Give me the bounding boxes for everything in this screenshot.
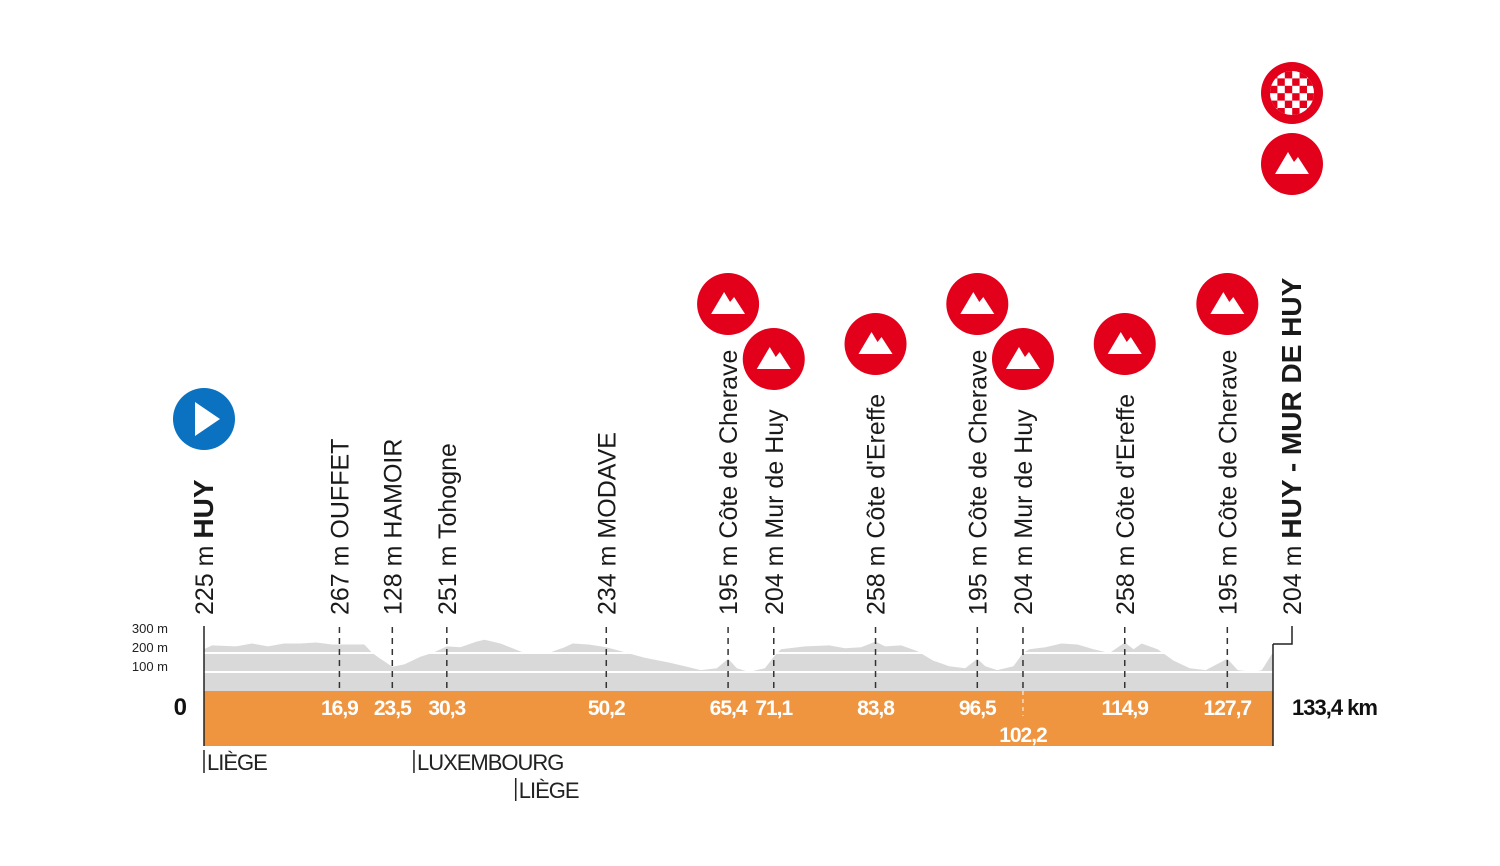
waypoint-altitude: 195 m [715,539,743,615]
waypoint-altitude: 225 m [191,539,219,615]
y-tick-label: 100 m [132,659,168,674]
km-marker-label: 96,5 [959,697,997,720]
waypoint-altitude: 195 m [964,539,992,615]
waypoint-name: MODAVE [593,432,621,539]
mountain-icon [697,273,760,335]
mountain-icon-glyph [1275,152,1309,174]
checker-square [1307,78,1314,86]
mountain-icon-glyph [1005,347,1040,369]
y-tick-label: 200 m [132,640,168,655]
waypoint-altitude: 258 m [1112,539,1140,615]
km-marker-label: 65,4 [710,697,748,720]
finish-marker-step [1273,626,1293,645]
waypoint-altitude: 267 m [326,539,354,615]
waypoint-altitude: 251 m [434,539,462,615]
waypoint-altitude: 128 m [379,539,407,615]
mountain-icon-glyph [711,292,746,314]
checker-square [1277,108,1285,115]
waypoint-label: 204 m Mur de Huy [1010,409,1038,615]
mountain-icon [1196,273,1259,335]
mountain-icon-glyph [960,292,995,314]
km-marker-label: 102,2 [999,724,1047,747]
start-play-icon [173,388,235,450]
mountain-icon-glyph [1210,292,1245,314]
km-marker-label: 16,9 [321,697,358,720]
checker-square [1284,100,1293,108]
checker-square [1277,78,1285,86]
checker-square [1270,85,1278,94]
waypoint-altitude: 204 m [761,539,789,615]
km-marker-label: 23,5 [374,697,412,720]
checker-square [1299,100,1307,108]
waypoint-name: Côte de Cherave [1214,350,1242,539]
checker-square [1270,100,1278,108]
km-marker-label: 30,3 [428,697,465,720]
waypoint-name: Côte d'Ereffe [1112,394,1140,539]
waypoint-name: HAMOIR [379,439,407,539]
province-label: LIÈGE [207,750,267,775]
waypoint-label: 195 m Côte de Cherave [964,350,992,615]
km-marker-label: 127,7 [1204,697,1252,720]
mountain-icon-glyph [756,347,791,369]
km-marker-label: 83,8 [857,697,895,720]
waypoint-altitude: 195 m [1214,539,1242,615]
checker-square [1277,93,1285,101]
province-label: LUXEMBOURG [417,750,563,775]
mountain-icon-glyph [1107,332,1142,354]
waypoint-name: Côte d'Ereffe [863,394,891,539]
checker-square [1299,85,1307,94]
waypoint-name: OUFFET [326,439,354,539]
elevation-profile-area [204,639,1273,691]
finish-flag-icon [1261,62,1323,124]
waypoint-altitude: 204 m [1010,539,1038,615]
mountain-icon [946,273,1009,335]
checker-square [1284,71,1293,79]
mountain-icon-glyph [858,332,893,354]
waypoint-label: 204 m HUY - MUR DE HUY [1276,277,1307,615]
mountain-icon [844,313,907,375]
ground-band [204,691,1273,746]
total-distance-label: 133,4 km [1292,695,1377,720]
km-marker-label: 114,9 [1102,697,1149,720]
y-tick-label: 300 m [132,621,168,636]
waypoint-altitude: 234 m [593,539,621,615]
checker-square [1284,85,1293,94]
waypoint-name: Tohogne [434,443,462,539]
waypoint-name: Côte de Cherave [715,350,743,539]
zero-label: 0 [174,694,187,721]
mountain-icon [742,328,805,390]
checker-square [1299,71,1307,79]
waypoint-label: 234 m MODAVE [593,432,621,615]
waypoint-label: 258 m Côte d'Ereffe [863,394,891,615]
province-label: LIÈGE [519,778,579,803]
waypoint-name: Côte de Cherave [964,350,992,539]
start-icon-glyph [195,402,220,436]
waypoint-altitude: 258 m [863,539,891,615]
waypoint-label: 195 m Côte de Cherave [1214,350,1242,615]
waypoint-name: HUY [188,479,219,538]
waypoint-label: 204 m Mur de Huy [761,409,789,615]
waypoint-name: HUY - MUR DE HUY [1276,277,1307,538]
waypoint-label: 258 m Côte d'Ereffe [1112,394,1140,615]
waypoint-name: Mur de Huy [1010,409,1038,539]
checker-square [1292,93,1300,101]
waypoint-label: 128 m HAMOIR [379,439,407,615]
checker-square [1307,93,1314,101]
checker-square [1292,78,1300,86]
km-marker-label: 50,2 [588,697,625,720]
waypoint-altitude: 204 m [1279,539,1307,615]
mountain-icon [1093,313,1156,375]
waypoint-label: 267 m OUFFET [326,439,354,615]
km-marker-label: 71,1 [755,697,793,720]
waypoint-label: 195 m Côte de Cherave [715,350,743,615]
checker-square [1292,108,1300,115]
mountain-icon [1261,133,1323,195]
waypoint-label: 225 m HUY [188,479,219,615]
mountain-icon [991,328,1054,390]
waypoint-label: 251 m Tohogne [434,443,462,615]
waypoint-name: Mur de Huy [761,409,789,539]
